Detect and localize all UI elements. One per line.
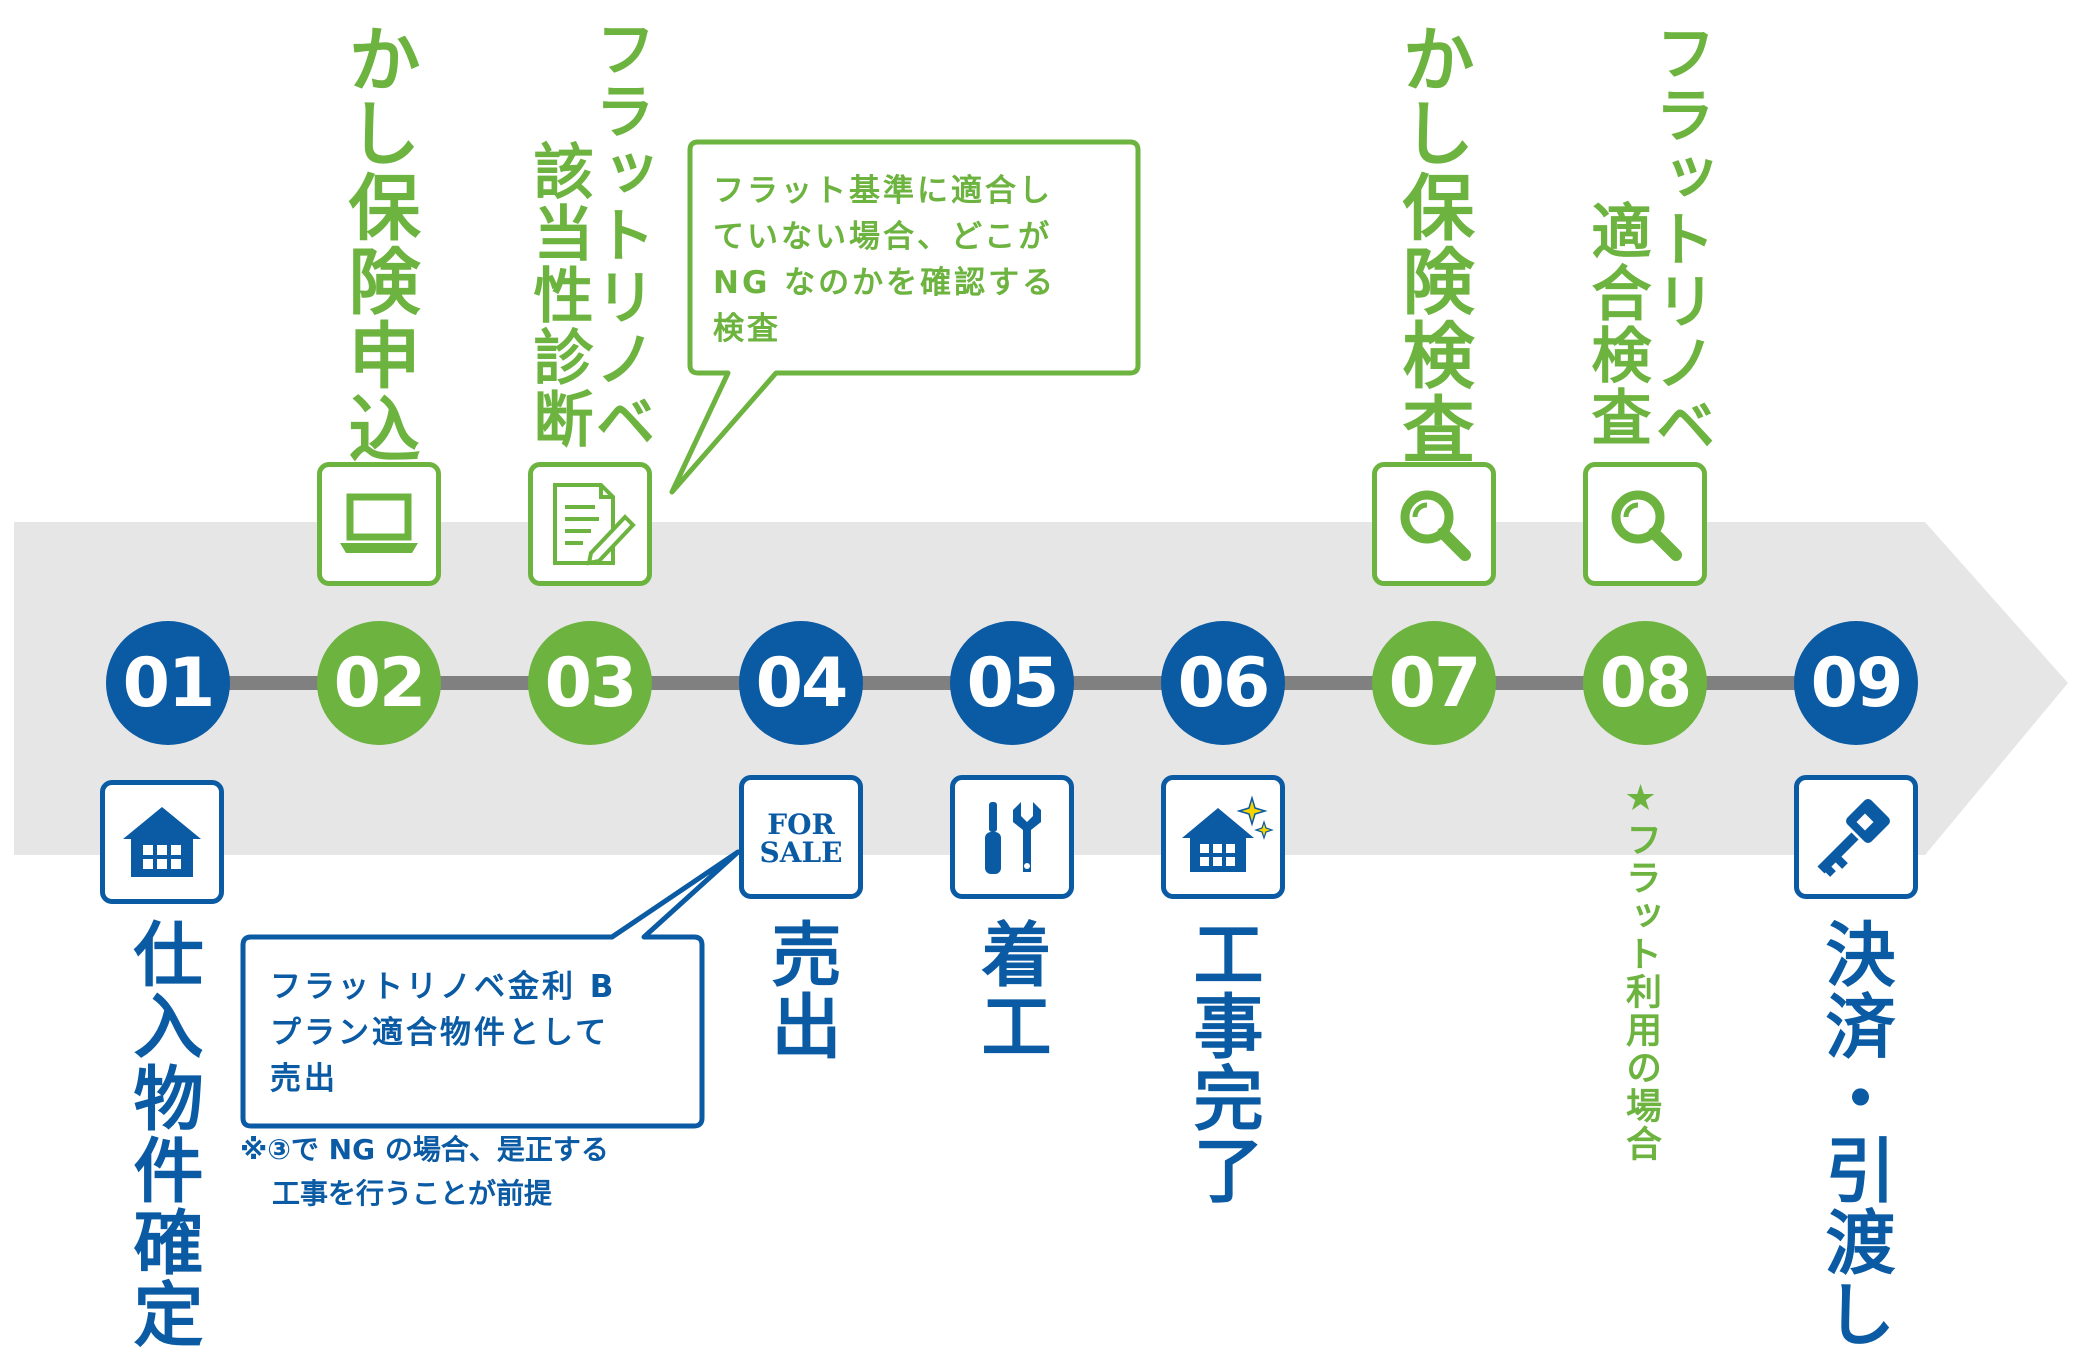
- step-05-number: 05: [950, 621, 1074, 745]
- rework-note: ※③で NG の場合、是正する 工事を行うことが前提: [240, 1128, 609, 1216]
- step-04-icon-box: FOR SALE: [739, 775, 863, 899]
- step-04-number: 04: [739, 621, 863, 745]
- step-03-number: 03: [528, 621, 652, 745]
- key-icon: [1817, 799, 1890, 877]
- magnifier-icon: [1611, 490, 1682, 561]
- rework-note-line1: ※③で NG の場合、是正する: [240, 1133, 609, 1166]
- magnifier-icon: [1400, 490, 1471, 561]
- green-callout-line3: NG なのかを確認する: [713, 265, 1057, 301]
- blue-callout-line1: フラットリノベ金利 B: [270, 969, 617, 1005]
- step-05-label: 着工: [970, 918, 1052, 1062]
- laptop-icon: [340, 493, 418, 553]
- sparkle-house-icon: [1182, 795, 1274, 872]
- document-pen-icon: [553, 483, 636, 566]
- step-07-number: 07: [1372, 621, 1496, 745]
- step-01-label: 仕入物件確定: [122, 918, 204, 1350]
- green-callout-line1: フラット基準に適合し: [713, 173, 1053, 209]
- step-03-label-line2: 該当性診断: [523, 140, 593, 450]
- rework-note-line2: 工事を行うことが前提: [272, 1177, 553, 1210]
- step-08-icon-box: [1583, 462, 1707, 586]
- step-08-label-line2: 適合検査: [1581, 200, 1651, 448]
- step-07-icon-box: [1372, 462, 1496, 586]
- step-09-label: 決済・引渡し: [1814, 918, 1896, 1350]
- step-02-icon-box: [317, 462, 441, 586]
- for-sale-line2: SALE: [760, 836, 843, 869]
- for-sale-sign-icon: FOR SALE: [760, 808, 843, 869]
- for-sale-line1: FOR: [767, 808, 835, 841]
- green-callout-line4: 検査: [713, 311, 781, 347]
- blue-callout-line2: プラン適合物件として: [270, 1015, 610, 1051]
- step-03-label-line1: フラットリノベ: [585, 18, 655, 452]
- green-callout-text: フラット基準に適合し ていない場合、どこが NG なのかを確認する 検査: [713, 168, 1056, 352]
- step-04-label: 売出: [760, 918, 842, 1062]
- blue-callout-text: フラットリノベ金利 B プラン適合物件として 売出: [270, 964, 616, 1102]
- step-06-icon-box: [1161, 775, 1285, 899]
- flat-usage-note: ★フラット利用の場合: [1620, 778, 1661, 1163]
- green-callout-line2: ていない場合、どこが: [713, 219, 1053, 255]
- house-icon: [123, 807, 201, 877]
- step-06-label: 工事完了: [1182, 918, 1264, 1206]
- blue-callout-line3: 売出: [270, 1061, 338, 1097]
- step-09-number: 09: [1794, 621, 1918, 745]
- step-09-icon-box: [1794, 775, 1918, 899]
- step-07-label: かし保険検査: [1390, 22, 1474, 466]
- step-08-label-line1: フラットリノベ: [1645, 22, 1715, 456]
- step-05-icon-box: [950, 775, 1074, 899]
- step-02-label: かし保険申込: [336, 22, 420, 466]
- step-03-icon-box: [528, 462, 652, 586]
- step-06-number: 06: [1161, 621, 1285, 745]
- step-01-icon-box: [100, 780, 224, 904]
- step-08-number: 08: [1583, 621, 1707, 745]
- step-02-number: 02: [317, 621, 441, 745]
- step-01-number: 01: [106, 621, 230, 745]
- tools-icon: [985, 802, 1041, 874]
